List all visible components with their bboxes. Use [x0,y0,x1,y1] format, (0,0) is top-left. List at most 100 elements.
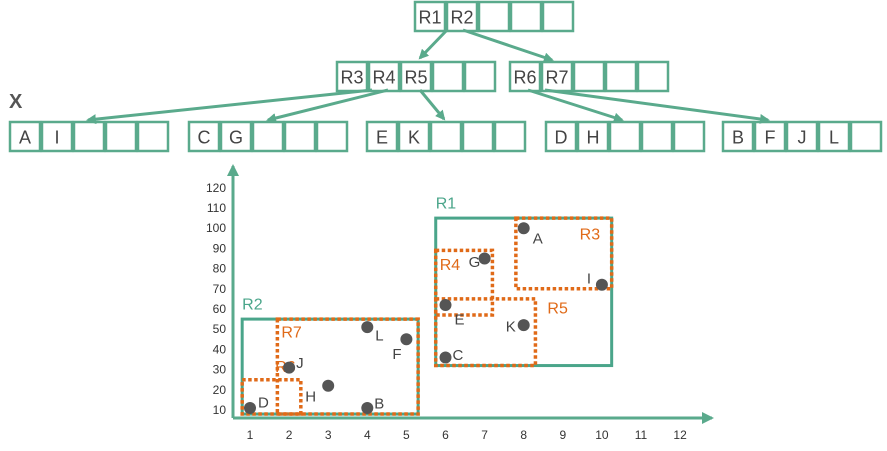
internal-node-entry: R5 [404,68,427,88]
point-g-label: G [469,254,481,271]
x-tick-label: 6 [442,428,449,442]
internal-node-cell [463,60,497,93]
y-tick-label: 80 [213,262,227,276]
root-node-entry: R1 [418,8,441,28]
point-i-label: I [587,270,591,287]
x-tick-label: 9 [559,428,566,442]
point-h-marker [322,379,335,392]
leaf-node-cell [429,120,463,153]
root-node-cell [477,0,511,33]
root-node-cell [413,0,447,33]
leaf-node-cell [461,120,495,153]
leaf-node-cell [849,120,883,153]
internal-node-entry: R6 [513,68,536,88]
leaf-node-cell [72,120,106,153]
y-tick-label: 40 [213,342,227,356]
point-c-label: C [453,347,464,364]
child-pointer-arrow [418,89,446,121]
point-g-marker [478,252,491,265]
leaf-node-cell [493,120,527,153]
internal-node-entry: R4 [372,68,395,88]
internal-node: R3 R4 R5 [335,60,497,93]
point-k-label: K [506,319,516,336]
internal-node-entry: R7 [545,68,568,88]
region-r6-box [240,377,303,416]
point-f-marker [400,333,413,346]
point-c-marker [439,351,452,364]
y-tick-label: 110 [207,201,226,215]
point-j-label: J [296,355,304,372]
root-node-cell [445,0,479,33]
y-tick-label: 10 [213,403,227,417]
child-pointer-arrow [462,28,554,63]
internal-node-cell [431,60,465,93]
leaf-node-cell [219,120,253,153]
point-l-marker [361,321,374,334]
point-b-label: B [374,395,384,412]
region-r4-label: R4 [440,257,461,274]
x-tick-label: 8 [520,428,527,442]
x-tick-label: 10 [595,428,609,442]
leaf-node-cell [672,120,706,153]
internal-node-cell [367,60,401,93]
internal-node-cell [572,60,606,93]
leaf-node-cell [251,120,285,153]
leaf-node-cell [8,120,42,153]
internal-node-cell [508,60,542,93]
y-tick-label: 60 [213,302,227,316]
leaf-node-entry: E [376,128,388,148]
point-h-label: H [305,388,316,405]
leaf-node-cell [640,120,674,153]
leaf-node-cell [365,120,399,153]
leaf-node-cell [576,120,610,153]
child-pointer-arrow [527,88,624,123]
child-pointer-arrow [544,88,770,124]
y-tick-label: 20 [213,383,227,397]
internal-node-cell [636,60,670,93]
internal-node: R6 R7 [508,60,670,93]
leaf-node-entry: A [19,128,31,148]
region-r5-box [433,297,538,368]
leaf-node-cell [608,120,642,153]
y-tick-label: 100 [206,221,226,235]
x-tick-label: 5 [403,428,410,442]
leaf-node-cell [397,120,431,153]
x-tick-label: 7 [481,428,488,442]
region-r3-label: R3 [580,227,601,244]
region-r4-box [433,248,495,317]
x-marker-label: X [9,91,23,113]
internal-node-cell [399,60,433,93]
leaf-node-cell [817,120,851,153]
y-tick-label: 70 [213,282,227,296]
internal-node-cell [604,60,638,93]
x-tick-label: 1 [247,428,254,442]
leaf-node-cell [136,120,170,153]
leaf-node-cell [721,120,755,153]
x-tick-label: 4 [364,428,371,442]
leaf-node-cell [104,120,138,153]
leaf-node-entry: I [54,128,59,148]
leaf-node-cell [544,120,578,153]
leaf-node-cell [785,120,819,153]
point-a-marker [517,222,530,235]
x-tick-label: 12 [673,428,687,442]
root-node-cell [509,0,543,33]
root-node-entry: R2 [450,8,473,28]
root-node: R1 R2 [413,0,575,33]
region-r2-label: R2 [242,297,263,314]
y-tick-label: 50 [213,322,227,336]
y-tick-label: 90 [213,241,227,255]
child-pointer-arrow [418,28,449,60]
leaf-node-entry: G [229,128,243,148]
x-tick-label: 2 [286,428,293,442]
leaf-node-entry: D [555,128,568,148]
point-e-marker [439,298,452,311]
y-tick-label: 30 [213,363,227,377]
child-pointer-arrow [266,88,389,123]
internal-node-entry: R3 [340,68,363,88]
leaf-node-cell [187,120,221,153]
